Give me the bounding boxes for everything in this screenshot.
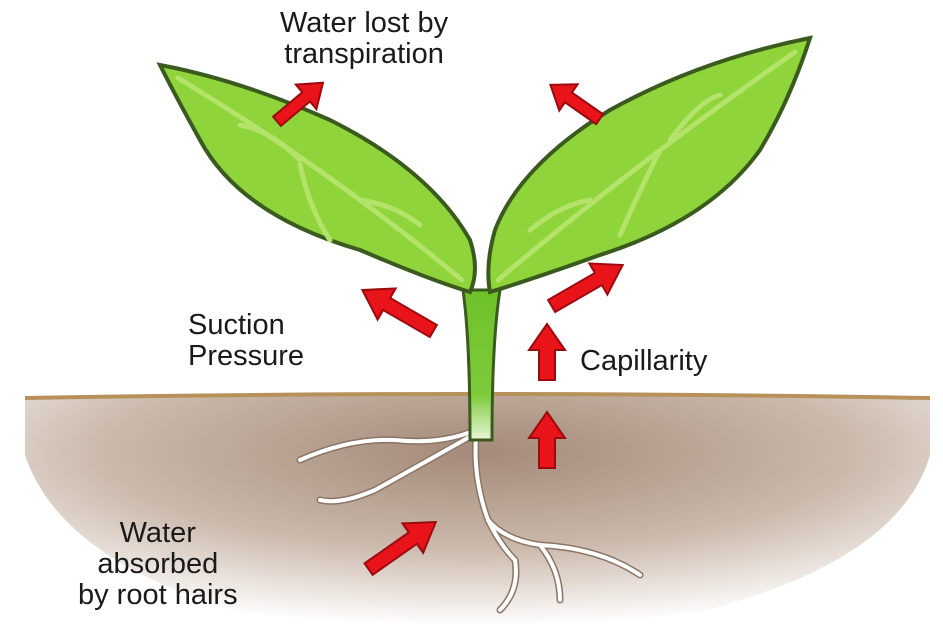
suction-arrow xyxy=(353,274,442,346)
suction-label-line-2: Pressure xyxy=(188,341,304,372)
suction-pressure-label: Suction Pressure xyxy=(188,310,304,372)
capillarity-arrow-upper xyxy=(529,324,565,380)
capillarity-label: Capillarity xyxy=(580,346,707,377)
absorption-label-line-1: Water xyxy=(78,518,238,549)
capillarity-label-line-1: Capillarity xyxy=(580,346,707,377)
transpiration-label-line-1: Water lost by xyxy=(280,8,448,39)
absorption-label: Water absorbed by root hairs xyxy=(78,518,238,611)
transpiration-label: Water lost by transpiration xyxy=(280,8,448,70)
transpiration-label-line-2: transpiration xyxy=(280,39,448,70)
absorption-label-line-3: by root hairs xyxy=(78,580,238,611)
suction-label-line-1: Suction xyxy=(188,310,304,341)
absorption-label-line-2: absorbed xyxy=(78,549,238,580)
